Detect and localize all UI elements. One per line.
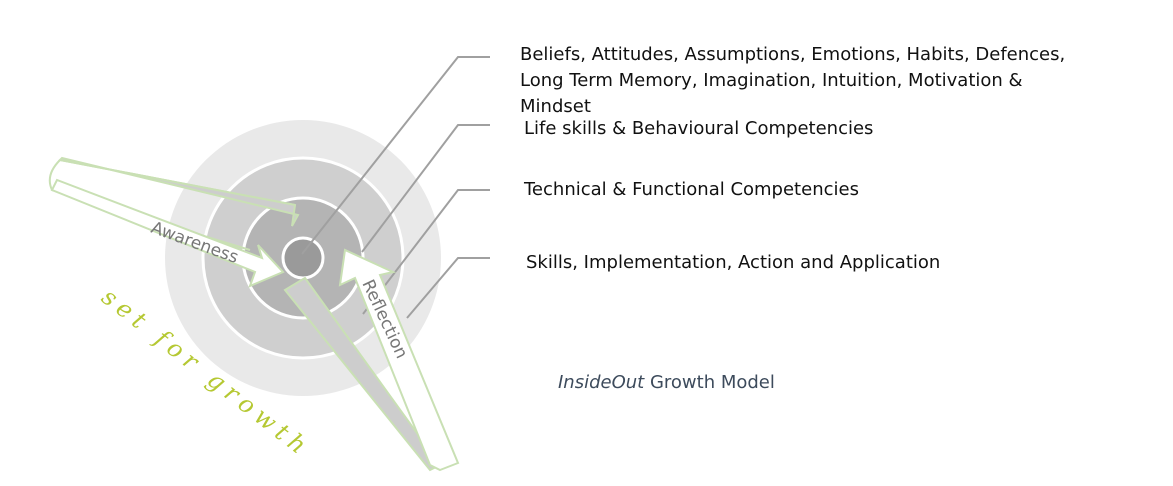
layer-label-3: Technical & Functional Competencies xyxy=(524,179,859,200)
layer-label-1: Beliefs, Attitudes, Assumptions, Emotion… xyxy=(520,44,1066,117)
leader-line-1 xyxy=(301,56,490,255)
model-title-rest: Growth Model xyxy=(644,372,775,393)
leader-line-2 xyxy=(361,124,490,253)
reflection-arrow xyxy=(283,248,460,472)
leader-lines xyxy=(301,56,490,319)
leader-line-4 xyxy=(406,257,490,319)
layer-label-2: Life skills & Behavioural Competencies xyxy=(524,118,874,139)
layer-label-4: Skills, Implementation, Action and Appli… xyxy=(526,252,941,273)
model-title-emphasis: InsideOut xyxy=(558,372,645,393)
model-title: InsideOut Growth Model xyxy=(558,372,775,393)
core xyxy=(281,236,325,280)
leader-line-3 xyxy=(362,189,490,315)
awareness-arrow xyxy=(48,156,300,288)
